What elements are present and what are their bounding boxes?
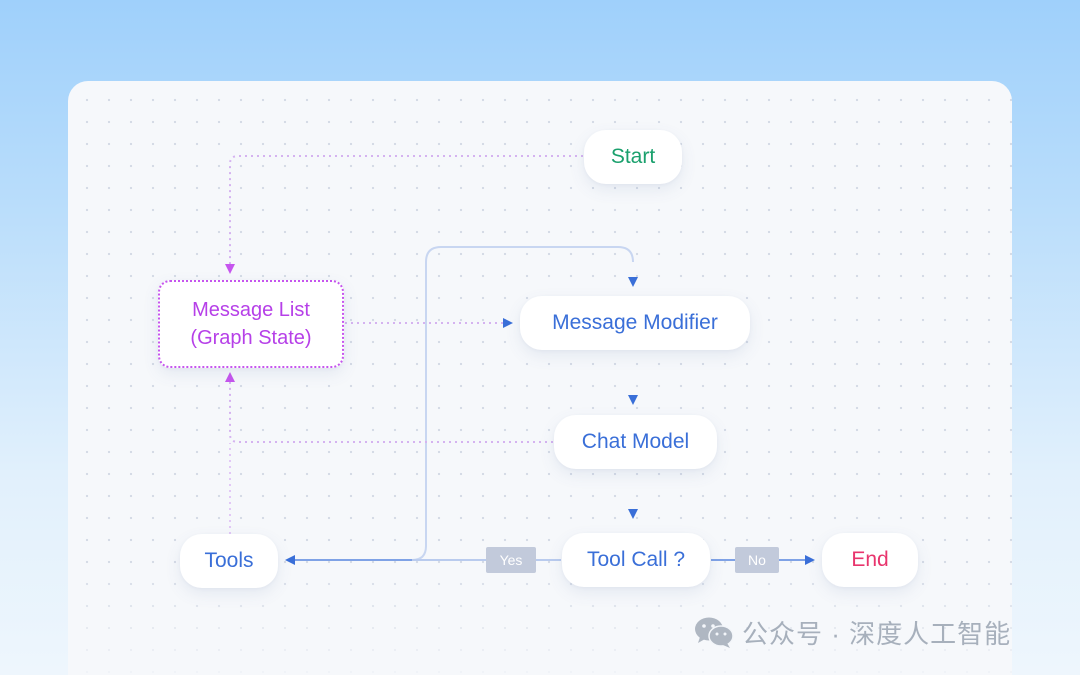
- start-node-label: Start: [610, 145, 656, 168]
- start-node[interactable]: Start: [584, 130, 682, 184]
- tools-node[interactable]: Tools: [180, 534, 278, 588]
- no-edge-label: No: [735, 547, 779, 573]
- message-list-label: Message List: [192, 299, 310, 321]
- tools-label: Tools: [204, 549, 254, 572]
- message-modifier-label: Message Modifier: [552, 311, 718, 334]
- tool-call-node[interactable]: Tool Call ?: [562, 533, 710, 587]
- end-node[interactable]: End: [822, 533, 918, 587]
- message-list-node[interactable]: Message List (Graph State): [158, 280, 344, 368]
- watermark-text: 公众号 · 深度人工智能: [742, 618, 1012, 649]
- yes-edge-label: Yes: [486, 547, 536, 573]
- watermark: 公众号 · 深度人工智能: [694, 612, 1011, 652]
- tool-call-label: Tool Call ?: [586, 548, 686, 571]
- edge-start-to-state: [225, 155, 583, 274]
- message-modifier-node[interactable]: Message Modifier: [520, 296, 750, 350]
- chat-model-label: Chat Model: [581, 430, 690, 453]
- edge-tools-loop-to-modifier: [411, 246, 634, 561]
- edge-chat-to-state: [225, 372, 553, 443]
- wechat-icon: [695, 617, 734, 648]
- end-label: End: [851, 548, 889, 571]
- chat-model-node[interactable]: Chat Model: [554, 415, 717, 469]
- graph-state-label: (Graph State): [190, 327, 312, 349]
